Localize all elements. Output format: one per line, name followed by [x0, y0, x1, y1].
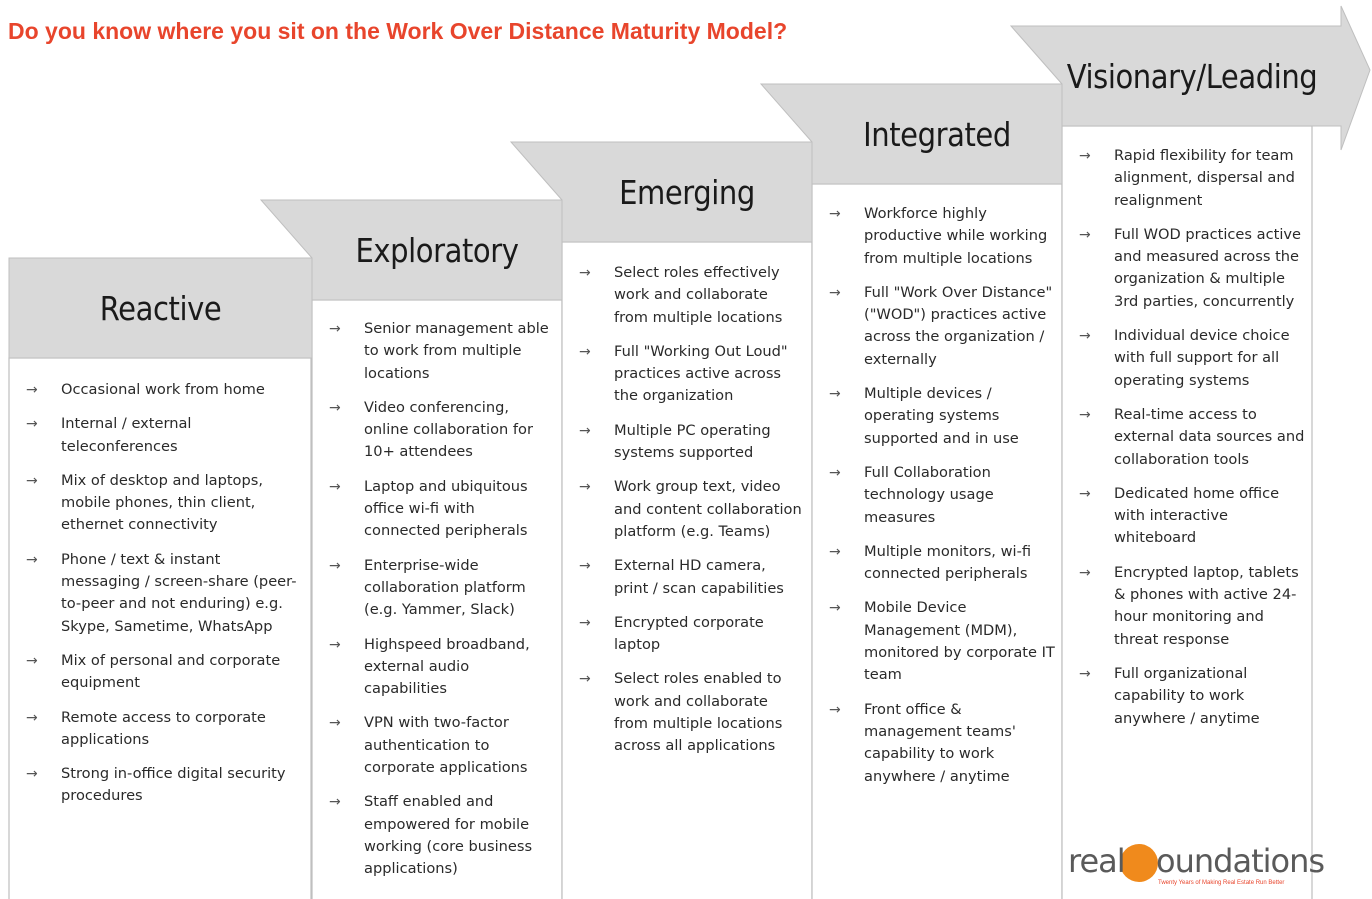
- arrow-icon: →: [1079, 485, 1091, 502]
- arrow-icon: →: [26, 766, 38, 783]
- arrow-icon: →: [26, 382, 38, 398]
- arrow-icon: →: [329, 636, 341, 653]
- arrow-icon: →: [26, 551, 38, 568]
- list-item: →Encrypted laptop, tablets & phones with…: [1079, 563, 1299, 648]
- arrow-icon: →: [329, 557, 341, 574]
- list-item: →Mix of desktop and laptops, mobile phon…: [26, 471, 263, 534]
- realfoundations-logo: real oundations Twenty Years of Making R…: [1068, 842, 1325, 892]
- list-item: →Individual device choice with full supp…: [1079, 327, 1290, 389]
- list-item: →VPN with two-factor authentication to c…: [329, 714, 528, 777]
- list-item: →Video conferencing, online collaboratio…: [329, 398, 533, 461]
- list-item: →Full organizational capability to work …: [1079, 664, 1260, 727]
- arrow-icon: →: [829, 701, 841, 718]
- list-item: →Dedicated home office with interactive …: [1079, 484, 1280, 547]
- arrow-icon: →: [829, 386, 841, 403]
- stage-header-exploratory: Exploratory: [355, 230, 519, 270]
- stage-header-integrated: Integrated: [863, 114, 1011, 154]
- arrow-icon: →: [26, 652, 38, 669]
- list-item: →Mobile Device Management (MDM), monitor…: [829, 599, 1055, 684]
- list-item: →Internal / external teleconferences: [26, 415, 192, 455]
- list-item: →Highspeed broadband, external audio cap…: [329, 635, 530, 698]
- reactive-column: [8, 357, 312, 899]
- list-item: →Multiple monitors, wi-fi connected peri…: [829, 542, 1032, 583]
- arrow-icon: →: [579, 614, 591, 631]
- integrated-header: [759, 83, 1063, 185]
- stage-header-reactive: Reactive: [99, 288, 222, 328]
- arrow-icon: →: [1079, 148, 1091, 164]
- list-item: →Remote access to corporate applications: [26, 708, 266, 748]
- list-item: →Enterprise-wide collaboration platform …: [329, 556, 526, 619]
- exploratory-items: →Senior management able to work from mul…: [312, 318, 552, 893]
- visionary-items: →Rapid flexibility for team alignment, d…: [1062, 145, 1306, 742]
- list-item: →Senior management able to work from mul…: [329, 320, 549, 382]
- arrow-icon: →: [329, 478, 341, 495]
- list-item: →Strong in-office digital security proce…: [26, 765, 286, 805]
- logo-tagline: Twenty Years of Making Real Estate Run B…: [1158, 880, 1285, 886]
- reactive-items: →Occasional work from home →Internal / e…: [9, 379, 301, 820]
- exploratory-column: [311, 299, 563, 899]
- stage-header-emerging: Emerging: [619, 172, 755, 212]
- list-item: →Phone / text & instant messaging / scre…: [26, 550, 297, 635]
- list-item: →Mix of personal and corporate equipment: [26, 651, 281, 692]
- logo-f-circle-icon: [1120, 844, 1158, 882]
- arrow-icon: →: [329, 399, 341, 416]
- arrow-icon: →: [1079, 328, 1091, 345]
- integrated-items: →Workforce highly productive while worki…: [812, 203, 1058, 800]
- page-title: Do you know where you sit on the Work Ov…: [8, 18, 788, 44]
- emerging-header: [509, 141, 813, 243]
- arrow-icon: →: [1079, 564, 1091, 581]
- arrow-icon: →: [26, 709, 38, 726]
- list-item: →Staff enabled and empowered for mobile …: [329, 793, 533, 878]
- logo-text-real: real: [1068, 842, 1126, 880]
- list-item: →Occasional work from home: [9, 379, 301, 401]
- arrow-icon: →: [829, 206, 841, 222]
- arrow-icon: →: [579, 265, 591, 281]
- arrow-icon: →: [829, 543, 841, 560]
- arrow-icon: →: [579, 558, 591, 575]
- arrow-icon: →: [1079, 226, 1091, 243]
- list-item: →Full Collaboration technology usage mea…: [829, 463, 994, 526]
- arrow-icon: →: [829, 464, 841, 481]
- logo-text-oundations: oundations: [1156, 842, 1325, 880]
- list-item: →Laptop and ubiquitous office wi-fi with…: [329, 477, 528, 540]
- arrow-icon: →: [1079, 665, 1091, 682]
- list-item: →Full "Working Out Loud" practices activ…: [579, 342, 788, 405]
- exploratory-header: [259, 199, 563, 301]
- arrow-icon: →: [1079, 406, 1091, 423]
- arrow-icon: →: [579, 671, 591, 688]
- list-item: →Select roles enabled to work and collab…: [579, 670, 783, 755]
- arrow-icon: →: [329, 794, 341, 811]
- arrow-icon: →: [329, 715, 341, 732]
- arrow-icon: →: [579, 343, 591, 360]
- arrow-icon: →: [26, 472, 38, 489]
- list-item: →Encrypted corporate laptop: [579, 613, 764, 654]
- stage-header-visionary: Visionary/Leading: [1066, 56, 1318, 96]
- integrated-column: [811, 183, 1063, 899]
- list-item: →Select roles effectively work and colla…: [579, 264, 783, 326]
- arrow-icon: →: [829, 284, 841, 301]
- arrow-icon: →: [579, 422, 591, 439]
- arrow-icon: →: [829, 600, 841, 617]
- list-item: →Front office & management teams' capabi…: [829, 700, 1016, 785]
- list-item: →Multiple devices / operating systems su…: [829, 385, 1019, 447]
- list-item: →Rapid flexibility for team alignment, d…: [1079, 147, 1295, 209]
- arrow-icon: →: [579, 479, 591, 496]
- list-item: →Work group text, video and content coll…: [579, 478, 802, 540]
- list-item: →Real-time access to external data sourc…: [1079, 405, 1305, 468]
- list-item: →Multiple PC operating systems supported: [579, 421, 771, 462]
- list-item: →Full WOD practices active and measured …: [1079, 225, 1301, 310]
- reactive-header: [8, 257, 313, 359]
- emerging-column: [561, 241, 813, 899]
- arrow-icon: →: [329, 321, 341, 337]
- list-item: →External HD camera, print / scan capabi…: [579, 557, 784, 597]
- list-item: →Full "Work Over Distance" ("WOD") pract…: [829, 283, 1053, 368]
- emerging-items: →Select roles effectively work and colla…: [562, 262, 802, 770]
- visionary-header-arrow: [1009, 5, 1371, 151]
- list-item: →Workforce highly productive while worki…: [829, 205, 1048, 267]
- arrow-icon: →: [26, 416, 38, 433]
